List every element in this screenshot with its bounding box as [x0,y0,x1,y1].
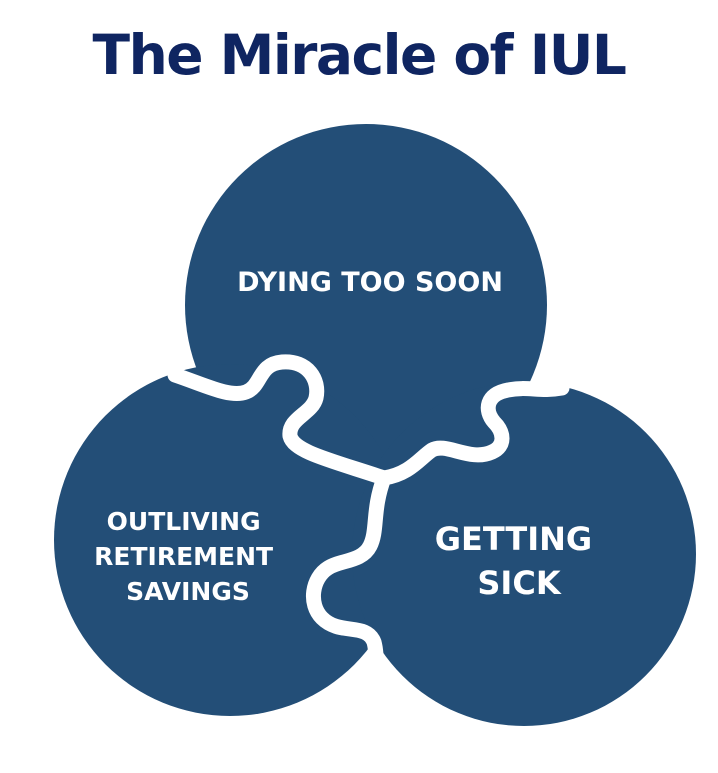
seam-top-left [167,354,392,486]
label-line: SAVINGS [126,577,250,606]
puzzle-labels: DYING TOO SOON OUTLIVING RETIREMENT SAVI… [94,267,604,606]
label-dying-too-soon: DYING TOO SOON [237,267,503,298]
puzzle-piece-right [352,382,696,726]
label-outliving-retirement-savings: OUTLIVING RETIREMENT SAVINGS [94,507,282,606]
seam-left-right [305,470,398,736]
label-getting-sick: GETTING SICK [435,520,604,602]
label-line: DYING TOO SOON [237,267,503,298]
puzzle-seams [167,354,570,736]
page-title: The Miracle of IUL [92,23,627,87]
label-line: GETTING [435,520,592,558]
seam-top-right [376,380,570,486]
label-line: RETIREMENT [94,542,273,571]
label-line: SICK [477,564,561,602]
label-line: OUTLIVING [107,507,261,536]
